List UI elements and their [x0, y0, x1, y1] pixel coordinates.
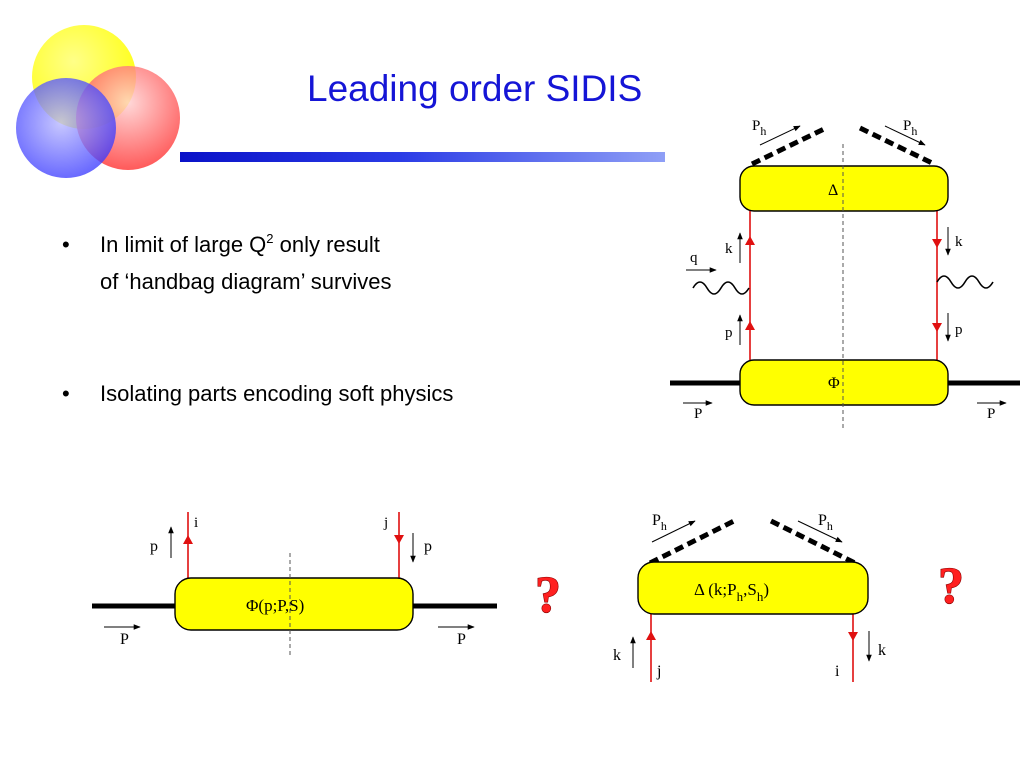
photon-line-out — [936, 275, 994, 289]
quark-arrow-i — [848, 632, 858, 641]
delta-label: Δ — [828, 182, 838, 199]
Ph-left-sub: h — [661, 519, 667, 533]
bullet-list: In limit of large Q2 only result of ‘han… — [60, 226, 620, 412]
phi-blob — [739, 359, 949, 406]
quark-arrow-right-top — [932, 239, 942, 248]
delta-correlator-label-sub2: h — [757, 589, 764, 604]
logo-circles — [16, 25, 180, 178]
Ph-right-label: Ph — [903, 118, 917, 138]
bullet-text: In limit of large Q — [100, 232, 267, 257]
Ph-left-arrow — [759, 125, 801, 146]
quark-arrow-right-bottom — [932, 323, 942, 332]
Ph-left-main: P — [652, 512, 661, 529]
delta-correlator-label-pre: Δ (k;P — [694, 580, 737, 599]
hadron-line-right — [858, 125, 936, 167]
P-right-label: P — [457, 631, 466, 648]
Ph-left-main: P — [752, 118, 760, 134]
bullet-text: Isolating parts encoding soft physics — [100, 381, 454, 406]
q-label: q — [690, 250, 698, 266]
P-left-label: P — [694, 406, 702, 422]
Ph-right-arrow — [884, 125, 926, 146]
Ph-right-label: Ph — [818, 512, 833, 533]
Ph-right-main: P — [903, 118, 911, 134]
i-label: i — [194, 515, 198, 531]
title-underline-bar — [180, 152, 665, 162]
hadron-line-right — [769, 518, 857, 566]
k-left-label: k — [613, 647, 621, 664]
question-mark-left: ? — [535, 567, 561, 624]
P-right-label: P — [987, 406, 995, 422]
p-left-label: p — [725, 325, 733, 341]
Ph-right-main: P — [818, 512, 827, 529]
bullet-item-soft-physics: Isolating parts encoding soft physics — [60, 375, 620, 412]
P-left-label: P — [120, 631, 129, 648]
bullet-text: only result — [273, 232, 380, 257]
Ph-left-arrow — [651, 520, 696, 543]
k-right-label: k — [878, 642, 886, 659]
bullet-item-handbag: In limit of large Q2 only result of ‘han… — [60, 226, 620, 300]
delta-correlator-label-sub1: h — [737, 589, 744, 604]
j-label: j — [656, 663, 661, 680]
bullet-text: of ‘handbag diagram’ survives — [100, 269, 392, 294]
logo-blue-circle — [16, 78, 116, 178]
phi-correlator-label: Φ(p;P,S) — [246, 596, 304, 615]
p-right-label: p — [955, 322, 963, 338]
question-mark-right: ? — [938, 558, 964, 615]
i-label: i — [835, 663, 840, 680]
hadron-line-left — [648, 518, 736, 566]
quark-arrow-j — [394, 535, 404, 544]
superscript: 2 — [266, 231, 274, 246]
Ph-left-sub: h — [760, 124, 766, 138]
quark-arrow-left-bottom — [745, 321, 755, 330]
quark-arrow-left-top — [745, 236, 755, 245]
k-left-label: k — [725, 241, 733, 257]
delta-correlator-label-mid: ,S — [743, 580, 757, 599]
delta-correlator-label-post: ) — [763, 580, 769, 599]
Ph-left-label: Ph — [752, 118, 766, 138]
Ph-right-arrow — [797, 520, 843, 543]
phi-label: Φ — [828, 375, 840, 392]
Ph-right-sub: h — [911, 124, 917, 138]
quark-arrow-i — [183, 535, 193, 544]
p-left-label: p — [150, 538, 158, 555]
delta-correlator-blob — [637, 561, 869, 615]
phi-correlator-diagram: Φ(p;P,S) i j p p P P — [92, 512, 497, 655]
Ph-left-label: Ph — [652, 512, 667, 533]
Ph-right-sub: h — [827, 519, 833, 533]
k-right-label: k — [955, 234, 963, 250]
quark-arrow-j — [646, 631, 656, 640]
phi-correlator-blob — [174, 577, 414, 631]
p-right-label: p — [424, 538, 432, 555]
delta-correlator-label: Δ (k;Ph,Sh) — [694, 580, 769, 604]
slide-title: Leading order SIDIS — [307, 68, 643, 109]
photon-line — [692, 281, 750, 295]
delta-blob — [739, 165, 949, 212]
handbag-diagram: Δ Φ q k k p p P P Ph Ph — [670, 118, 1020, 428]
j-label: j — [383, 515, 388, 531]
delta-correlator-diagram: Δ (k;Ph,Sh) Ph Ph k k j i — [613, 512, 886, 682]
